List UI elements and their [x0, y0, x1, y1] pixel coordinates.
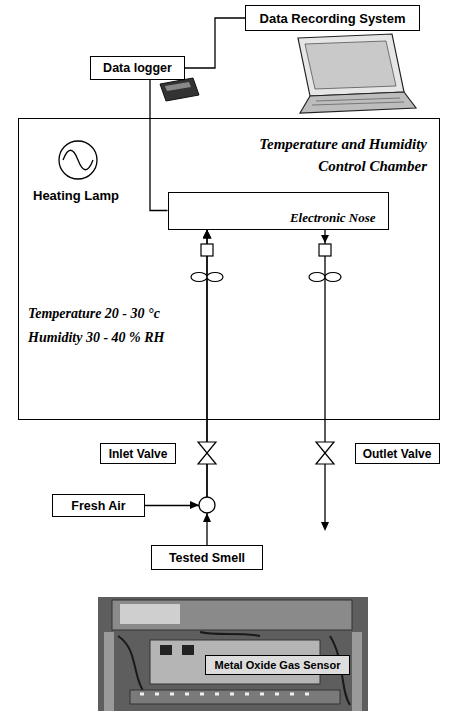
data-logger-icon — [160, 78, 199, 101]
fan-symbol — [309, 273, 341, 282]
component-label: Heating Lamp — [33, 188, 119, 203]
fan-blade — [207, 273, 223, 282]
fan-blade — [309, 273, 325, 282]
laptop-keys — [316, 98, 400, 101]
device-photo — [98, 597, 368, 711]
heating-lamp-symbol — [59, 141, 97, 179]
source-box: Tested Smell — [151, 545, 263, 570]
arrow-head — [321, 522, 329, 531]
arrow-head — [203, 513, 211, 522]
laptop-display — [305, 41, 396, 89]
region-title: Temperature and Humidity Control Chamber — [222, 133, 427, 177]
chassis-side — [104, 632, 114, 711]
signal-wire — [150, 80, 168, 211]
system-box: Data Recording System — [245, 5, 420, 31]
condition-note: Humidity 30 - 40 % RH — [28, 330, 165, 346]
filter-square — [201, 244, 213, 256]
valve-label-box: Outlet Valve — [355, 443, 440, 464]
fan-blade — [325, 273, 341, 282]
logger-display — [165, 82, 191, 91]
arrow-head — [190, 501, 199, 509]
terminal-strip — [130, 690, 340, 704]
signal-wire — [185, 18, 245, 68]
box-label: Electronic Nose — [171, 207, 376, 229]
sine-wave — [63, 150, 93, 170]
box-label: Data Recording System — [260, 11, 406, 26]
valve-label-box: Inlet Valve — [100, 443, 176, 464]
fan-symbol — [191, 273, 223, 282]
box-label: Data logger — [103, 61, 172, 75]
valve-half — [316, 442, 334, 453]
laptop-icon — [298, 34, 416, 113]
sensor-component — [182, 645, 194, 655]
terminals — [140, 693, 309, 696]
condition-note: Temperature 20 - 30 °c — [28, 306, 160, 322]
chassis-side — [352, 632, 362, 711]
logger-body — [160, 78, 199, 101]
filter-square — [319, 244, 331, 256]
valve-half — [198, 442, 216, 453]
sensor-component — [160, 645, 172, 655]
box-label: Inlet Valve — [109, 447, 168, 461]
photo-ground — [98, 597, 368, 711]
device-label-box: Data logger — [90, 56, 185, 80]
valve-symbol — [316, 442, 334, 464]
box-label: Outlet Valve — [363, 447, 432, 461]
laptop-keys — [312, 102, 404, 105]
box-label: Metal Oxide Gas Sensor — [215, 659, 341, 671]
chamber-region: Temperature and Humidity Control Chamber… — [18, 118, 440, 420]
lamp-circle — [59, 141, 97, 179]
valve-half — [316, 453, 334, 464]
mixing-junction — [199, 497, 215, 513]
laptop-base — [300, 92, 416, 113]
valve-symbol — [198, 442, 216, 464]
valve-half — [198, 453, 216, 464]
power-supply — [120, 604, 180, 624]
laptop-screen — [298, 34, 404, 96]
wires — [118, 632, 350, 705]
fan-blade — [191, 273, 207, 282]
callout-box: Metal Oxide Gas Sensor — [205, 655, 350, 675]
process-box: Electronic Nose — [168, 192, 389, 230]
source-box: Fresh Air — [52, 494, 145, 517]
arrow-head — [321, 235, 329, 243]
outlet-pipe — [324, 230, 325, 522]
box-label: Tested Smell — [169, 551, 245, 565]
box-label: Fresh Air — [71, 499, 125, 513]
chassis-top — [112, 600, 352, 630]
